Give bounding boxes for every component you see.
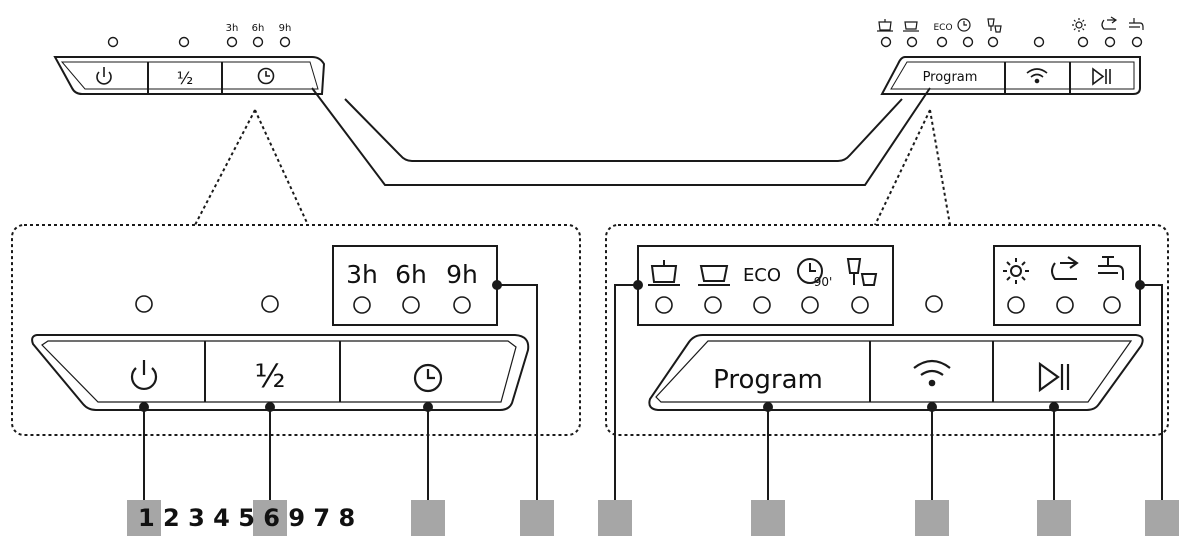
bowl-icon (903, 21, 919, 32)
top-left-leds (107, 36, 291, 48)
handle-recess-inner (344, 98, 903, 162)
right-wifi-button[interactable] (913, 359, 951, 387)
callout-leaders (143, 284, 1163, 500)
rinse-aid-icon (1072, 18, 1086, 32)
callout-box-8 (1037, 500, 1071, 536)
zoom-connectors (194, 109, 951, 226)
left-half-button[interactable]: ½ (254, 357, 285, 395)
left-detail-strip (31, 334, 530, 411)
right-eco-label: ECO (743, 265, 781, 286)
svg-text:9h: 9h (279, 23, 292, 34)
left-timer-labels: 3h 6h 9h (346, 260, 478, 289)
top-right-strip-outer (880, 56, 1141, 95)
handle-recess-outer (311, 87, 931, 186)
bowl-icon (698, 265, 730, 286)
callout-dots (139, 280, 1145, 412)
clock-90-icon (957, 18, 971, 32)
top-right-leds (880, 36, 1143, 48)
tap-icon (1129, 18, 1144, 30)
svg-text:6h: 6h (395, 260, 427, 289)
left-power-button[interactable] (130, 360, 158, 390)
callout-box-4 (520, 500, 554, 536)
svg-text:6h: 6h (252, 23, 265, 34)
callout-box-9 (1145, 500, 1179, 536)
top-timer-labels: 3h 6h 9h (226, 23, 292, 34)
right-detail-leds (655, 295, 1121, 314)
top-timer-button[interactable] (257, 67, 275, 85)
callout-box-5 (598, 500, 632, 536)
right-program-button[interactable]: Program (713, 365, 823, 395)
callout-box-2 (253, 500, 287, 536)
svg-text:9h: 9h (446, 260, 478, 289)
top-half-button[interactable]: ½ (177, 69, 193, 89)
glass-icon (987, 18, 1002, 33)
callout-box-7 (915, 500, 949, 536)
right-aux-icons (1003, 256, 1124, 284)
pot-icon (648, 260, 680, 286)
right-program-icons (648, 258, 878, 286)
left-timer-button[interactable] (413, 363, 443, 393)
left-detail-leds (135, 295, 471, 314)
timer-icon (413, 363, 443, 393)
salt-icon (1051, 256, 1079, 280)
top-program-button[interactable]: Program (923, 70, 978, 85)
rinse-aid-icon (1003, 258, 1029, 284)
wifi-icon (913, 359, 951, 387)
top-right-strip-inner (890, 61, 1135, 90)
tap-icon (1098, 256, 1124, 280)
top-left-strip-outer (53, 56, 326, 95)
pot-icon (877, 19, 893, 32)
callout-box-1 (127, 500, 161, 536)
top-wifi-button[interactable] (1026, 68, 1048, 84)
right-detail-strip (648, 334, 1144, 411)
right-start-button[interactable] (1038, 361, 1070, 393)
svg-text:3h: 3h (346, 260, 378, 289)
clock-90-icon (797, 258, 823, 284)
glass-icon (846, 258, 878, 286)
power-icon (130, 367, 158, 390)
callout-box-3 (411, 500, 445, 536)
top-program-icons (877, 16, 1144, 33)
top-power-button[interactable] (96, 67, 112, 85)
callout-box-6 (751, 500, 785, 536)
top-left-strip-inner (60, 61, 319, 90)
start-pause-icon (1092, 67, 1111, 86)
top-panel (53, 56, 1141, 186)
callout-number-strip: 1 2 3 4 5 6 9 7 8 (138, 504, 355, 532)
top-eco-label: ECO (933, 23, 952, 33)
power-icon (96, 71, 112, 85)
callout-boxes (127, 500, 1179, 536)
right-detail-frame (605, 224, 1169, 436)
timer-icon (257, 67, 275, 85)
right-ninety-label: 90' (814, 275, 833, 289)
start-pause-icon (1038, 361, 1070, 393)
left-detail-frame (11, 224, 581, 436)
salt-icon (1101, 16, 1118, 30)
wifi-icon (1026, 68, 1048, 84)
top-start-button[interactable] (1092, 67, 1111, 86)
svg-text:3h: 3h (226, 23, 239, 34)
